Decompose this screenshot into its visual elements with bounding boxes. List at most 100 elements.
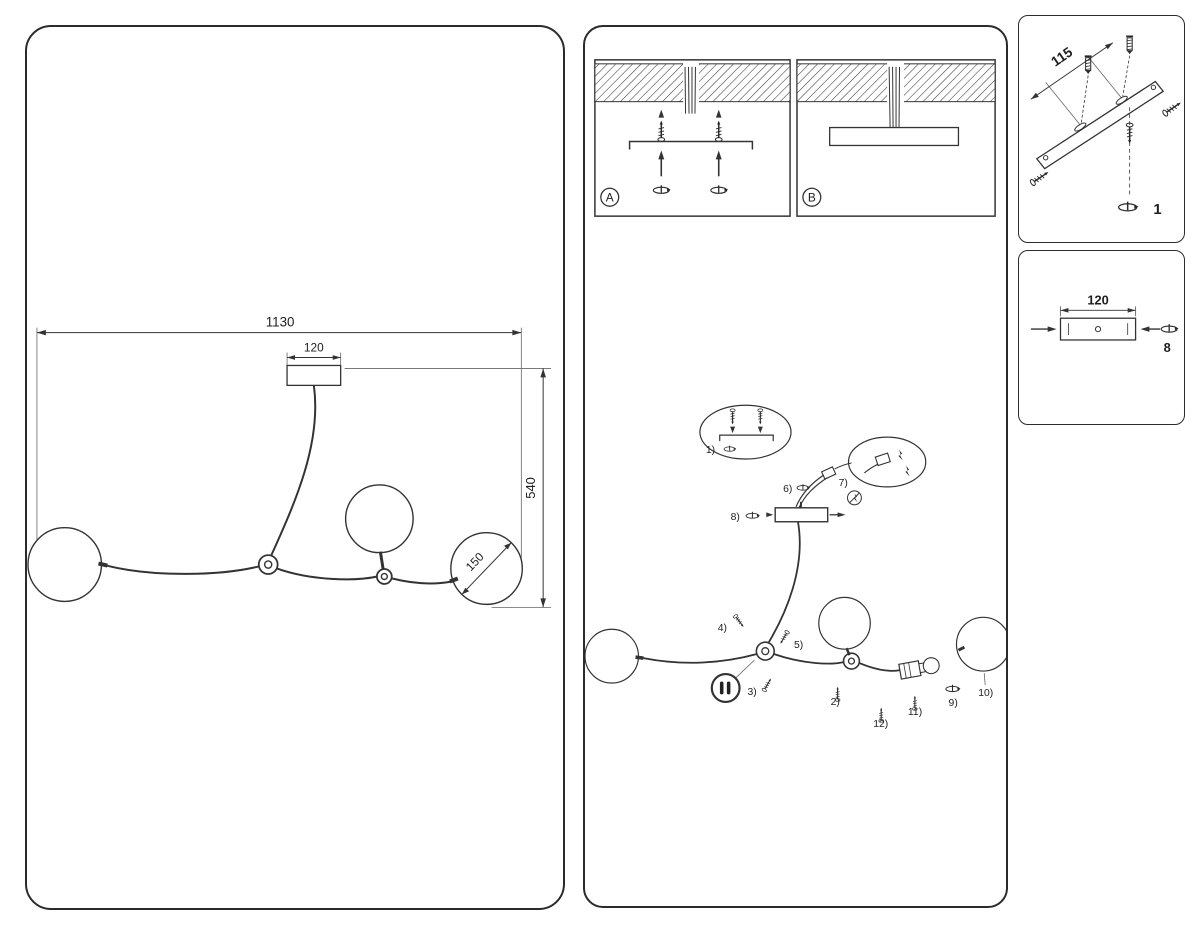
left-arm [643, 653, 757, 664]
electric-shock-warning-icon [897, 449, 904, 462]
canopy-bracket-dimension-label: 120 [1087, 292, 1108, 307]
step-9-label: 9) [949, 698, 958, 709]
wire-connector [874, 452, 891, 467]
left-shade [585, 628, 640, 684]
step-4-label: 4) [718, 623, 727, 634]
screw-icon [732, 613, 746, 629]
exploded-assembly: 1) 6) 7) [585, 404, 1006, 730]
left-arm [106, 564, 259, 575]
bracket-callout: 1) [699, 404, 792, 460]
screw-icon [1125, 122, 1134, 145]
step-10-label: 10) [978, 688, 993, 699]
bracket-detail-panel: 115 1 [1018, 15, 1185, 243]
canopy-detail-panel: 120 8 [1018, 250, 1185, 425]
stem [270, 385, 317, 557]
step-12-label: 12) [873, 719, 888, 730]
twist-fasten-icon [945, 684, 962, 693]
right-shade-fitting [449, 576, 459, 584]
canopy-width-label: 120 [304, 341, 324, 355]
right-arm [392, 577, 453, 585]
step-7-label: 7) [839, 478, 848, 489]
right-shade [955, 616, 1006, 672]
option-b-label: B [808, 191, 816, 205]
electric-shock-warning-icon [904, 465, 911, 477]
step-5-label: 5) [794, 640, 803, 651]
assembly-panel: A B [583, 25, 1008, 908]
circled-a-badge [600, 187, 620, 207]
second-joint [375, 568, 393, 585]
bracket-slot [1115, 95, 1128, 105]
center-joint [257, 554, 279, 575]
left-shade [27, 527, 103, 603]
ceiling-wires-icon [684, 66, 696, 114]
screw-icon [777, 629, 791, 646]
twist-fasten-icon [710, 184, 729, 194]
canopy-part-number: 8 [1164, 340, 1171, 355]
middle-arm [276, 567, 378, 581]
option-a-label: A [606, 191, 614, 205]
middle-shade-fitting [378, 551, 385, 571]
right-arm [859, 662, 901, 672]
mounting-bar [628, 140, 754, 150]
screw-icon [714, 119, 723, 143]
canopy [286, 364, 342, 387]
dim-canopy-bracket: 120 [1060, 292, 1137, 317]
canopy-bracket [1059, 317, 1137, 341]
wall-anchor-icon [1083, 55, 1093, 75]
bracket-dimension-label: 115 [1048, 43, 1076, 69]
assembly-drawing: A B [585, 59, 1006, 730]
step-2-label: 2) [831, 697, 840, 708]
step-11-label: 11) [908, 707, 922, 718]
dim-height: 540 [344, 368, 552, 608]
center-joint [755, 641, 775, 661]
dim-canopy-width: 120 [286, 341, 342, 366]
canopy-assembly: 8) [731, 501, 846, 523]
dim-overall-width: 1130 [36, 315, 522, 565]
light-bulb-icon [922, 657, 940, 675]
mounting-bar [719, 434, 774, 442]
screw-icon [761, 676, 774, 693]
dimensions-drawing: 1130 120 [27, 315, 552, 608]
left-shade-fitting [98, 561, 108, 568]
stem [767, 521, 801, 644]
bracket-slot [1074, 122, 1087, 132]
overall-width-label: 1130 [266, 315, 295, 330]
twist-fasten-icon [1160, 323, 1180, 333]
middle-shade [344, 484, 414, 554]
step-3-label: 3) [747, 687, 756, 698]
mounting-option-b: B [796, 59, 996, 217]
bracket-part-number: 1 [1153, 202, 1161, 218]
mounting-bracket [1035, 80, 1165, 170]
socket-and-bulb [898, 657, 940, 680]
screw-icon [757, 408, 764, 426]
middle-arm [773, 653, 844, 665]
twist-fasten-icon [796, 483, 811, 491]
height-label: 540 [523, 477, 538, 499]
dimensions-panel: 1130 120 [25, 25, 565, 910]
canopy-bracket-drawing: 120 8 [1030, 292, 1180, 355]
screw-icon [1161, 99, 1184, 118]
twist-fasten-icon [1117, 200, 1140, 212]
canopy-mounted [829, 126, 960, 147]
second-joint [842, 652, 861, 670]
ceiling-wires-icon [888, 66, 901, 128]
wall-anchor-icon [1125, 35, 1134, 55]
screw-icon [1028, 168, 1052, 188]
step-8-label: 8) [731, 512, 740, 523]
screw-icon [729, 408, 736, 426]
electric-shock-warning-icon [847, 490, 862, 506]
twist-fasten-icon [723, 445, 737, 452]
middle-shade [818, 596, 871, 650]
wire-connector [820, 466, 837, 480]
mounting-option-a: A [594, 59, 791, 217]
twist-fasten-icon [745, 511, 761, 519]
circled-b-badge [802, 187, 822, 207]
bracket-drawing: 115 1 [1028, 35, 1184, 218]
wiring-warning-callout [847, 436, 927, 488]
twist-fasten-icon [652, 184, 672, 194]
joint-detail-view [710, 672, 741, 704]
canopy [774, 507, 829, 523]
screw-icon [657, 119, 666, 143]
step-1-label: 1) [706, 445, 715, 456]
